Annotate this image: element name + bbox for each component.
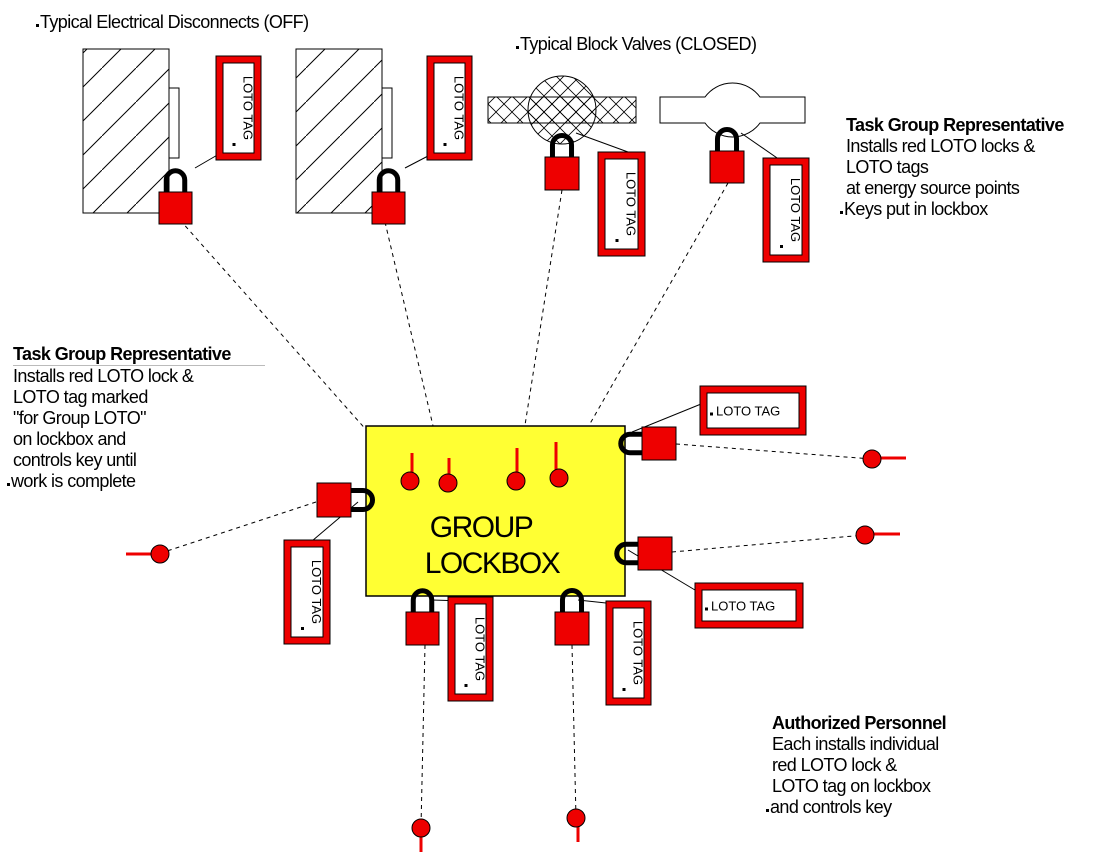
key-icon (400, 453, 420, 491)
loto-tag-label: LOTO TAG (631, 621, 646, 685)
note-line: controls key until (13, 450, 137, 470)
note-heading: Task Group Representative (13, 344, 231, 364)
loto-tag: LOTO TAG (215, 55, 262, 161)
note-line: Installs red LOTO locks & (846, 136, 1035, 156)
key-icon (855, 525, 900, 545)
lockbox-title-line1: GROUP (430, 511, 533, 544)
loto-tag-label: LOTO TAG (309, 560, 324, 624)
authorized-personnel-note: Authorized Personnel Each installs indiv… (766, 713, 947, 818)
loto-tag: LOTO TAG (447, 596, 494, 702)
key-icon (549, 442, 569, 488)
padlock-icon (316, 482, 375, 518)
loto-tag: LOTO TAG (699, 385, 807, 436)
loto-tag: LOTO TAG (694, 582, 804, 629)
electrical-disconnect-1 (82, 48, 180, 214)
loto-tag: LOTO TAG (597, 151, 646, 257)
note-line: Installs red LOTO lock & (13, 366, 194, 386)
personnel-keys (126, 449, 906, 852)
task-group-rep-note-top: Task Group Representative Installs red L… (840, 115, 1064, 220)
note-line: LOTO tags (846, 157, 929, 177)
note-line: work is complete (7, 471, 265, 492)
key-icon (506, 448, 526, 491)
padlock-icon (405, 588, 440, 646)
bullet-icon (840, 211, 843, 214)
loto-tag: LOTO TAG (762, 157, 810, 263)
loto-tag-label: LOTO TAG (716, 404, 780, 419)
key-icon (862, 449, 906, 469)
padlock-icon (709, 127, 745, 184)
heading-rule (13, 365, 265, 366)
note-line: LOTO tag on lockbox (772, 776, 931, 796)
task-group-rep-note-left: Task Group Representative Installs red L… (7, 344, 265, 492)
loto-tag-label: LOTO TAG (624, 172, 639, 236)
bullet-icon (516, 46, 519, 49)
loto-tag: LOTO TAG (283, 539, 331, 645)
key-icon (126, 544, 170, 564)
padlock-icon (371, 168, 406, 225)
group-lockbox: GROUP LOCKBOX (365, 425, 626, 597)
bullet-icon (7, 483, 10, 486)
note-line: Keys put in lockbox (840, 199, 1064, 220)
note-line: LOTO tag marked (13, 387, 148, 407)
block-valve-1 (487, 75, 637, 145)
loto-tag-label: LOTO TAG (473, 617, 488, 681)
loto-tag-label: LOTO TAG (788, 178, 803, 242)
padlock-icon (614, 536, 673, 571)
note-line: "for Group LOTO" (13, 408, 147, 428)
note-line: on lockbox and (13, 429, 126, 449)
electrical-disconnect-2 (295, 48, 393, 214)
padlock-icon (158, 168, 193, 225)
valves-label: Typical Block Valves (CLOSED) (516, 34, 757, 55)
loto-tag-label: LOTO TAG (241, 76, 256, 140)
loto-tags: LOTO TAG LOTO TAG LOTO TAG LOTO TAG LOTO TAG… (215, 55, 810, 706)
note-line: Each installs individual (772, 734, 939, 754)
bullet-icon (766, 809, 769, 812)
loto-tag: LOTO TAG (605, 600, 652, 706)
padlocks (158, 127, 745, 646)
note-line: and controls key (766, 797, 946, 818)
bullet-icon (36, 24, 39, 27)
key-icon (411, 818, 431, 852)
lockbox-keys (400, 442, 569, 493)
note-line: at energy source points (846, 178, 1020, 198)
note-heading: Authorized Personnel (772, 713, 947, 733)
loto-tag-label: LOTO TAG (452, 76, 467, 140)
key-icon (566, 808, 586, 842)
note-heading: Task Group Representative (846, 115, 1064, 135)
key-icon (438, 458, 458, 493)
loto-tag: LOTO TAG (426, 55, 473, 161)
padlock-icon (554, 588, 590, 646)
lockbox-title-line2: LOCKBOX (425, 547, 561, 580)
padlock-icon (544, 133, 580, 191)
note-line: red LOTO lock & (772, 755, 897, 775)
loto-tag-label: LOTO TAG (711, 599, 775, 614)
padlock-icon (618, 426, 677, 461)
disconnects-label: Typical Electrical Disconnects (OFF) (36, 12, 309, 33)
block-valve-2 (659, 82, 806, 138)
